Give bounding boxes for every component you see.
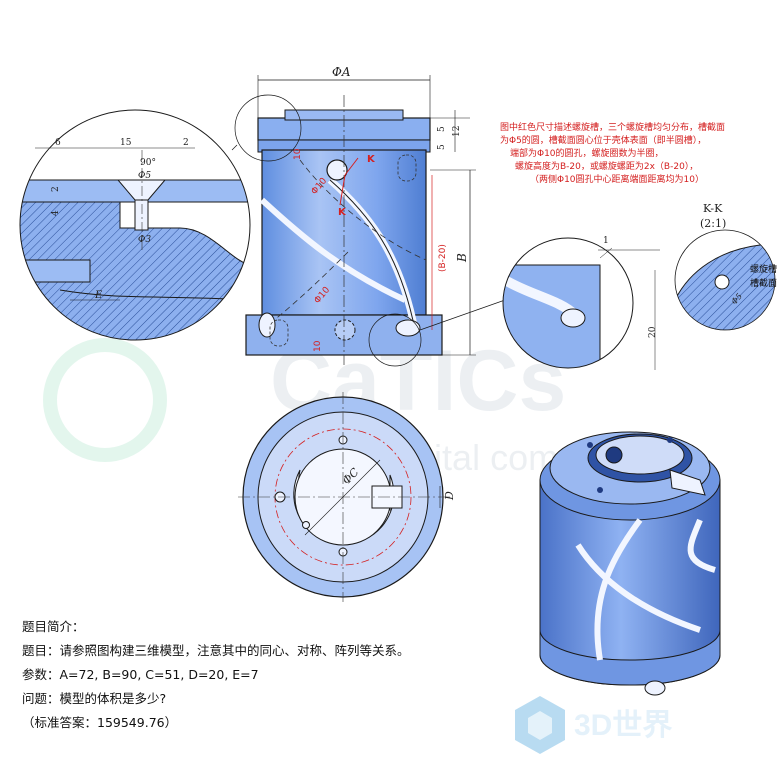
dim-d: D [443, 491, 456, 501]
corner-brand-text: 3D世界 [574, 709, 672, 742]
dim-4: 4 [51, 210, 61, 216]
section-scale: (2:1) [700, 217, 726, 230]
section-k-k: K-K (2:1) 螺旋槽 槽截面 Φ5 [674, 202, 777, 331]
section-label-profile: 槽截面 [750, 277, 777, 289]
dim-e: E [94, 290, 103, 301]
section-mark-k-bottom: K [338, 207, 347, 218]
detail-callout-bottom [368, 313, 422, 367]
dim-20: 20 [648, 326, 658, 338]
dim-b: B [455, 253, 469, 263]
note-line-3: 端部为Φ10的圆孔，螺旋圈数为半圈， [510, 147, 664, 159]
dim-phi-a: ΦA [332, 65, 351, 79]
note-line-1: 图中红色尺寸描述螺旋槽，三个螺旋槽均匀分布，槽截面 [500, 121, 725, 133]
dim-6: 6 [55, 138, 61, 148]
detail-callout-top [234, 94, 302, 162]
dim-12: 12 [452, 126, 462, 137]
dim-5b: 5 [437, 144, 447, 150]
helix-note: 图中红色尺寸描述螺旋槽，三个螺旋槽均匀分布，槽截面 为Φ5的圆，槽截面圆心位于壳… [500, 121, 725, 185]
iso-view [539, 431, 721, 696]
dim-2-vertical: 2 [51, 186, 61, 192]
note-line-4: 螺旋高度为B-20，或螺旋螺距为2x（B-20）， [515, 160, 698, 172]
detail-view-left: 6 15 2 90° Φ5 2 4 Φ3 E [19, 109, 251, 341]
dim-1: 1 [603, 236, 609, 246]
detail-view-right: 1 20 [502, 236, 660, 370]
section-mark-k-top: K [367, 154, 376, 165]
problem-heading: 题目简介： [22, 619, 85, 634]
dim-15: 15 [120, 138, 132, 148]
dim-phi5-countersink: Φ5 [138, 171, 151, 181]
corner-brand-logo: 3D世界 [515, 696, 672, 754]
note-line-2: 为Φ5的圆，槽截面圆心位于壳体表面（即半圆槽）， [500, 134, 706, 146]
dim-phi3: Φ3 [138, 235, 151, 245]
dim-5a: 5 [437, 126, 447, 132]
dim-2: 2 [183, 138, 189, 148]
problem-params: 参数：A=72, B=90, C=51, D=20, E=7 [22, 667, 259, 682]
problem-description: 题目简介： 题目：请参照图构建三维模型，注意其中的同心、对称、阵列等关系。 参数… [22, 615, 482, 735]
problem-task: 题目：请参照图构建三维模型，注意其中的同心、对称、阵列等关系。 [22, 643, 410, 658]
section-title: K-K [703, 202, 723, 215]
problem-answer: （标准答案：159549.76） [22, 715, 178, 730]
dim-angle-90: 90° [140, 158, 156, 168]
dim-10-bottom: 10 [313, 340, 323, 352]
dim-10-top: 10 [293, 148, 303, 160]
section-label-groove: 螺旋槽 [750, 263, 777, 275]
note-line-5: （两侧Φ10圆孔中心距离端面距离均为10） [530, 173, 704, 185]
front-view-dimensions: ΦA 12 5 5 B (B-20) Φ10 Φ10 10 10 K K [257, 65, 476, 356]
problem-question: 问题：模型的体积是多少? [22, 691, 167, 706]
top-view: ΦC D [238, 392, 456, 602]
dim-b-minus-20: (B-20) [438, 244, 448, 272]
front-view [245, 95, 443, 365]
